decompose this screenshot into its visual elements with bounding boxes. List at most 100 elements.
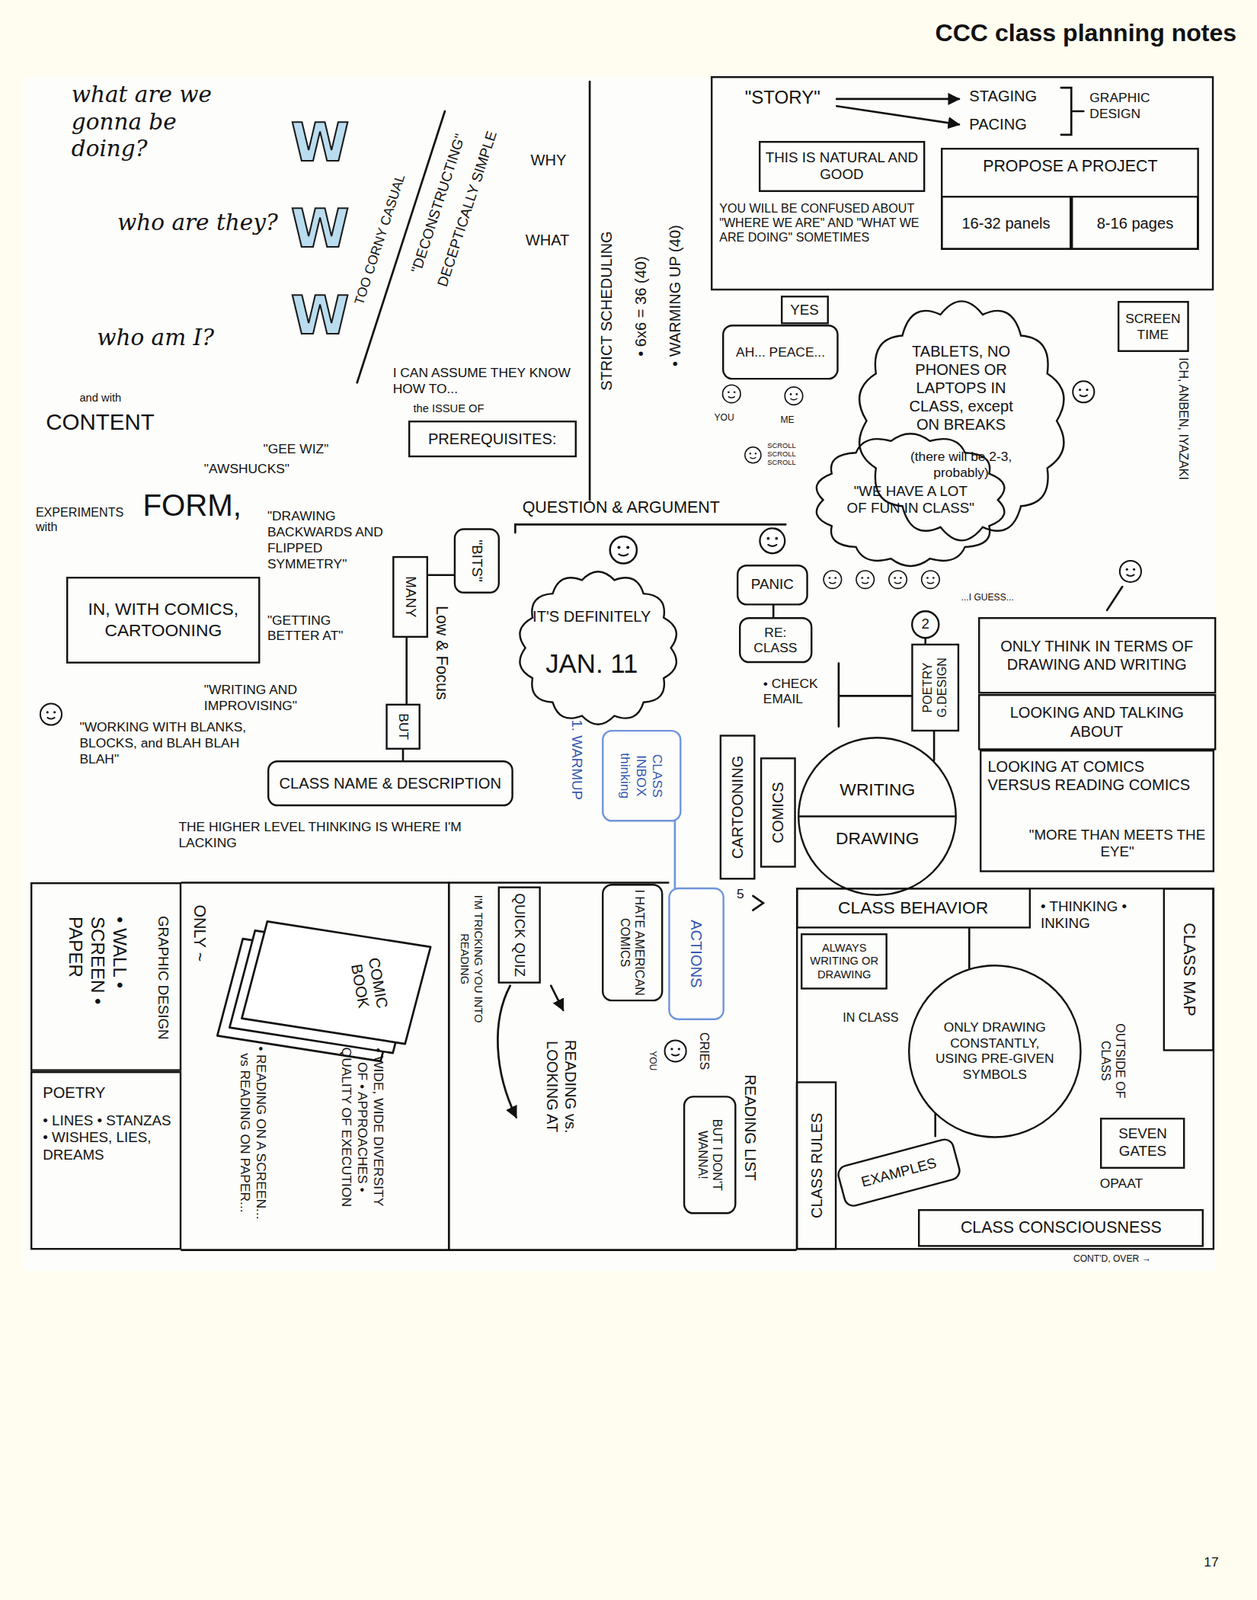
box-outline — [978, 694, 1216, 751]
sketch-use — [610, 536, 637, 563]
box-border — [454, 529, 499, 593]
sketch-use — [921, 570, 940, 589]
note-box: ONLY THINK IN TERMS OF DRAWING AND WRITI… — [978, 617, 1216, 694]
text-stack: THIS IS NATURAL AND GOOD — [758, 140, 925, 192]
handwritten-note: STRICT SCHEDULING — [596, 224, 615, 399]
box-border — [739, 617, 812, 663]
sketch-use — [889, 570, 907, 589]
node-text: TABLETS, NO PHONES OR LAPTOPS IN CLASS, … — [899, 342, 1023, 435]
handwritten-note: "WRITING AND IMPROVISING" — [204, 681, 380, 714]
box-border — [781, 297, 829, 324]
note-box: LOOKING AT COMICS VERSUS READING COMICS"… — [979, 749, 1215, 873]
text-stack: EXAMPLES — [834, 1135, 963, 1209]
node-text: PROPOSE A PROJECT — [949, 156, 1193, 177]
note-box: 16-32 panels — [940, 195, 1072, 250]
circle-node: WRITINGDRAWING — [797, 736, 957, 896]
page-title: CCC class planning notes — [898, 18, 1238, 48]
box-border — [719, 735, 754, 879]
note-box: SEVEN GATES — [1100, 1117, 1185, 1169]
node-text: CLASS INBOX thinking — [617, 734, 666, 816]
text-stack: COMICS — [760, 757, 797, 868]
node-text: I HATE AMERICAN COMICS — [617, 889, 648, 997]
box-border — [386, 704, 419, 749]
node-text: 16-32 panels — [961, 214, 1050, 233]
sketch-path — [1106, 586, 1123, 611]
handwritten-note: ME — [780, 414, 816, 426]
text-stack: POETRY G.DESIGN — [911, 642, 960, 731]
node-text: • THINKING • INKING — [1040, 898, 1149, 933]
sketch-path — [752, 895, 763, 911]
sketch-use — [1072, 380, 1094, 403]
box-border — [498, 886, 541, 982]
note-box: YES — [780, 295, 829, 325]
box-border — [1100, 1118, 1184, 1168]
initial-letter: W — [291, 283, 352, 348]
sketch-use — [745, 447, 762, 464]
rounded-box: I HATE AMERICAN COMICS — [601, 883, 663, 1002]
node-text: GRAPHIC DESIGN — [1089, 89, 1202, 122]
handwritten-note: • 6x6 = 36 (40) — [631, 224, 650, 388]
handwritten-note: the ISSUE OF — [412, 402, 536, 416]
box-border — [520, 571, 677, 725]
note-box: POETRY• LINES • STANZAS • WISHES, LIES, … — [30, 1071, 182, 1250]
box-border — [668, 888, 723, 1020]
node-text: • WALL • SCREEN • PAPER — [63, 916, 131, 1040]
node-text: BUT — [395, 713, 412, 741]
node-text: RE: CLASS — [743, 624, 807, 657]
handwritten-note: • READING ON A SCREEN... vs READING ON P… — [236, 1045, 269, 1220]
box-border — [978, 617, 1216, 693]
handwritten-note: who are they? — [117, 209, 286, 237]
node-text: QUICK QUIZ — [510, 892, 528, 977]
node-text: ALWAYS WRITING OR DRAWING — [806, 941, 883, 982]
note-box: CLASS CONSCIOUSNESS — [917, 1209, 1204, 1248]
note-box: ALWAYS WRITING OR DRAWING — [800, 933, 888, 990]
text-stack: BUT I DON'T WANNA! — [683, 1095, 737, 1214]
node-text: GRAPHIC DESIGN — [154, 890, 173, 1065]
sketch-g — [181, 81, 1123, 1250]
text-stack: ONLY DRAWING CONSTANTLY, USING PRE-GIVEN… — [908, 964, 1082, 1139]
handwritten-note: 1. WARMUP — [567, 703, 586, 816]
box-outline — [797, 736, 957, 896]
sketch-use — [722, 384, 741, 403]
note-box: POETRY G.DESIGN — [911, 642, 960, 731]
box-border — [796, 888, 1030, 928]
text-stack: CLASS BEHAVIOR — [796, 887, 1031, 929]
node-text: DRAWING — [815, 828, 939, 849]
connector-line — [405, 637, 408, 704]
handwritten-note: 17 — [1203, 1554, 1235, 1571]
handwritten-note: ONLY ~ — [188, 892, 209, 975]
sketch-rect — [22, 76, 1216, 1270]
text-stack: RE: CLASS — [738, 617, 813, 663]
box-border — [796, 1082, 836, 1250]
sketch-g — [217, 921, 431, 1061]
rounded-box: PANIC — [736, 564, 809, 606]
handwritten-note: "AWSHUCKS" — [204, 460, 307, 477]
box-outline — [518, 571, 679, 725]
box-border — [799, 737, 957, 896]
connector-line — [933, 731, 936, 761]
node-text: MANY — [402, 575, 420, 618]
node-text: CARTOONING — [728, 755, 747, 859]
thought-cloud: "WE HAVE A LOT OF FUN IN CLASS" — [814, 433, 1007, 567]
handwritten-note: 5 — [736, 885, 753, 902]
node-text: PANIC — [751, 575, 794, 594]
rounded-box: BUT I DON'T WANNA! — [683, 1095, 737, 1214]
note-box: PREREQUISITES: — [408, 420, 577, 458]
rounded-box: CLASS INBOX thinking — [601, 729, 682, 823]
node-text: CLASS RULES — [806, 1113, 826, 1219]
text-stack: "WE HAVE A LOT OF FUN IN CLASS" — [814, 433, 1007, 567]
text-stack: CLASS INBOX thinking — [601, 729, 682, 823]
node-text: ACTIONS — [687, 920, 706, 989]
node-text: LOOKING AND TALKING ABOUT — [982, 703, 1211, 740]
sketch-path — [447, 882, 451, 1250]
box-outline — [978, 617, 1216, 694]
node-text: 8-16 pages — [1097, 214, 1174, 233]
handwritten-note: "GETTING BETTER AT" — [267, 612, 370, 645]
text-stack: CARTOONING — [719, 734, 755, 880]
sketch-use — [759, 527, 785, 554]
box-border — [911, 610, 939, 638]
rounded-box: EXAMPLES — [834, 1135, 963, 1209]
text-stack: CLASS NAME & DESCRIPTION — [267, 760, 514, 807]
rounded-box: CLASS NAME & DESCRIPTION — [267, 760, 514, 807]
